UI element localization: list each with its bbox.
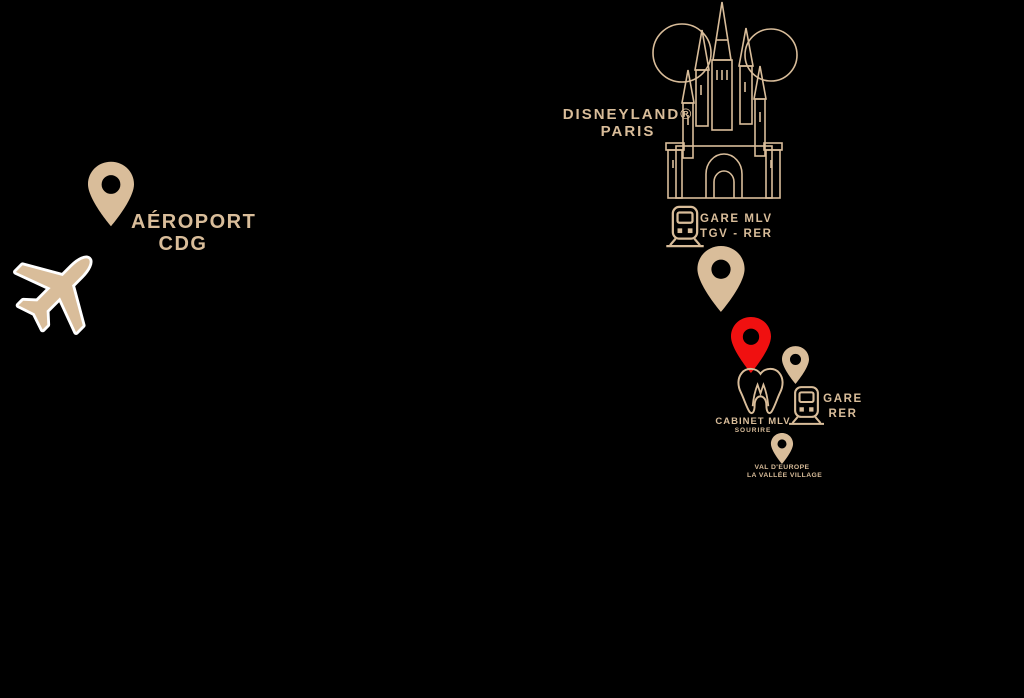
gare-mlv-pin-icon [697,246,745,312]
cabinet-label-line2: SOURIRE [734,427,772,435]
gare-rer-label-line2: RER [828,407,858,420]
disneyland-label-line1: DISNEYLAND® [562,106,694,123]
disneyland-castle-icon [642,0,802,200]
airport-cdg-label: AÉROPORT CDG [131,211,255,255]
val-europe-pin-icon [770,433,794,464]
disneyland-paris-label: DISNEYLAND® PARIS [553,106,703,141]
tooth-icon [734,366,787,417]
val-europe-label-line1: VAL D'EUROPE [754,464,810,471]
gare-mlv-label: GARE MLV TGV - RER [700,212,773,242]
cabinet-label-line1: CABINET MLV [715,416,791,427]
train-station-mlv-icon [666,205,704,248]
cabinet-red-pin-icon [731,316,771,374]
gare-mlv-label-line2: TGV - RER [700,227,773,240]
gare-rer-pin-icon [782,344,809,386]
airport-pin-icon [88,157,134,231]
cabinet-mlv-label: CABINET MLV SOURIRE [715,416,791,435]
airplane-icon [4,240,108,344]
train-station-rer-icon [789,385,824,426]
airport-label-line1: AÉROPORT [131,211,257,233]
gare-rer-label: GARE RER [822,392,864,422]
val-europe-label-line2: LA VALLÉE VILLAGE [747,471,823,479]
airport-label-line2: CDG [158,233,208,255]
val-europe-label: VAL D'EUROPE LA VALLÉE VILLAGE [747,464,823,480]
disneyland-label-line2: PARIS [600,122,656,140]
gare-mlv-label-line1: GARE MLV [700,213,773,225]
gare-rer-label-line1: GARE [823,393,863,405]
